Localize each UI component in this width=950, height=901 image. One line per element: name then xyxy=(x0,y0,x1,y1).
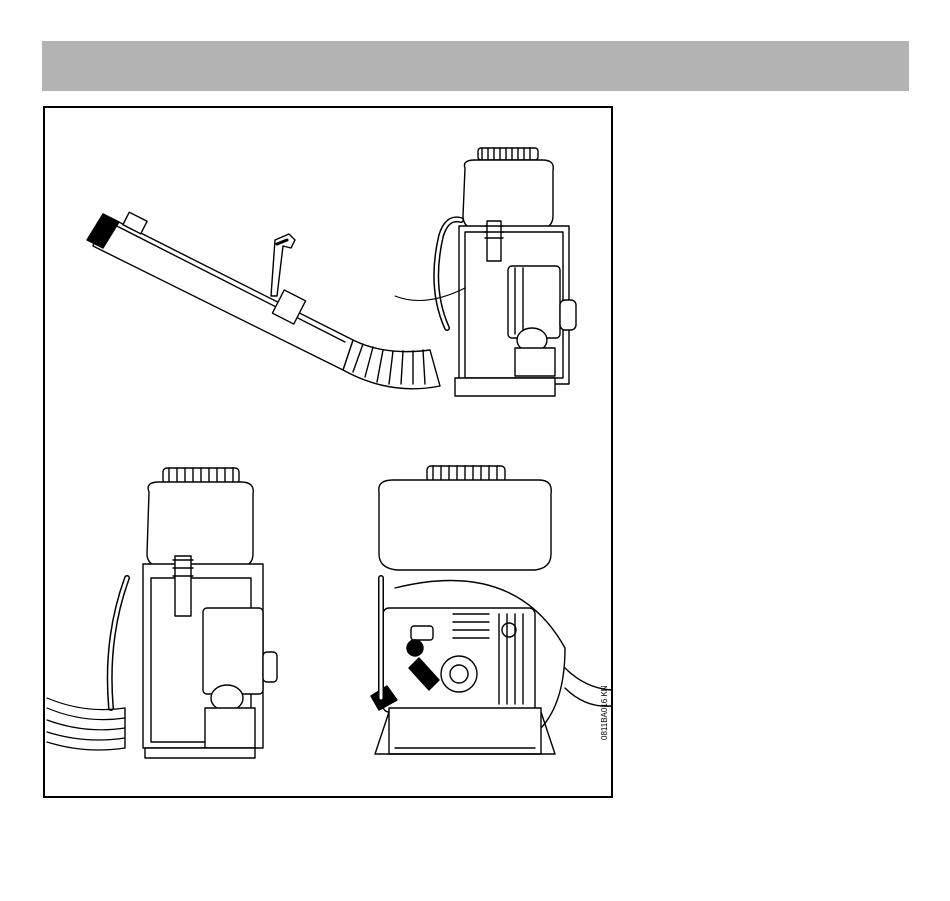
figure-frame xyxy=(43,106,613,798)
header-bar xyxy=(42,41,909,91)
figure-code: 0811BA016 KN xyxy=(600,685,609,740)
sprayer-illustration xyxy=(45,108,611,796)
bottom-left-view xyxy=(47,468,277,758)
top-view-sprayer xyxy=(87,148,576,396)
bottom-right-view xyxy=(371,466,611,754)
